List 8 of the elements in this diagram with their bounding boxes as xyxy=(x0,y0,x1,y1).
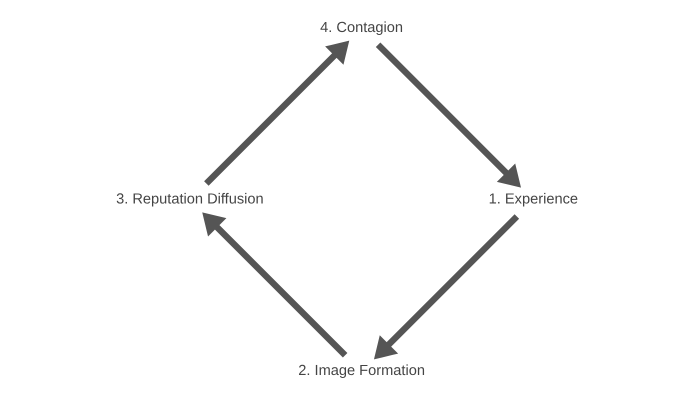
node-text: 2. Image Formation xyxy=(298,363,424,380)
arrow xyxy=(375,42,520,188)
arrow xyxy=(373,214,519,360)
arrow xyxy=(202,212,347,358)
node-text: 4. Contagion xyxy=(320,20,403,36)
arrow xyxy=(204,40,349,186)
node-text: 3. Reputation Diffusion xyxy=(116,191,264,208)
node-text: 1. Experience xyxy=(488,191,578,208)
